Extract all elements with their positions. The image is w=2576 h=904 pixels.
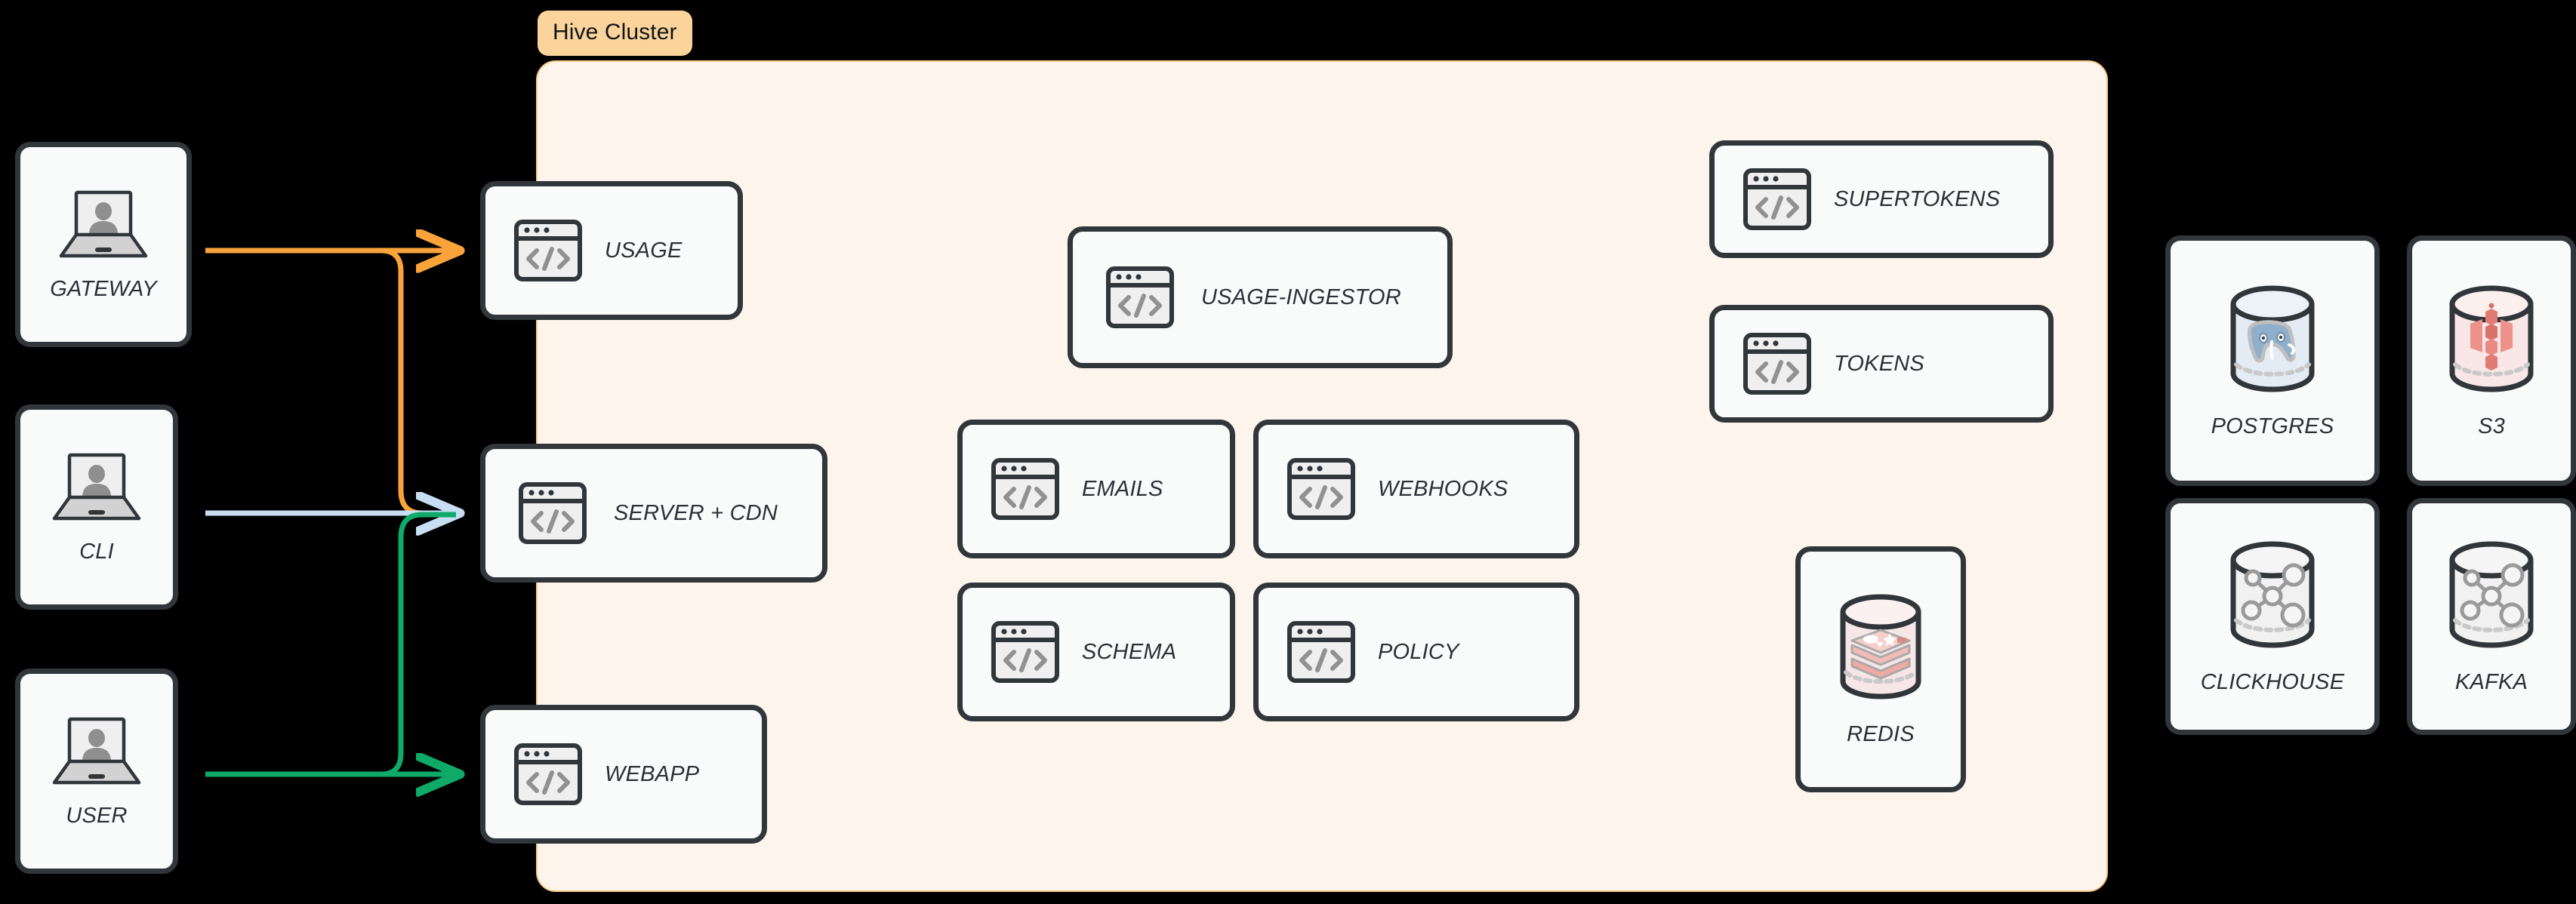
client-node-gateway[interactable]: GATEWAY xyxy=(15,142,192,347)
service-node-emails[interactable]: EMAILS xyxy=(957,420,1235,558)
service-node-server-cdn[interactable]: SERVER + CDN xyxy=(480,444,827,583)
service-label-policy: POLICY xyxy=(1378,639,1459,664)
code-window-icon xyxy=(1743,333,1811,395)
service-label-webapp: WEBAPP xyxy=(605,761,700,786)
laptop-user-icon xyxy=(47,450,146,526)
laptop-user-icon xyxy=(47,715,146,790)
service-label-usage: USAGE xyxy=(605,238,683,263)
client-node-user[interactable]: USER xyxy=(15,669,178,874)
laptop-user-icon xyxy=(54,188,153,263)
service-label-schema: SCHEMA xyxy=(1082,639,1177,664)
code-window-icon xyxy=(519,482,587,544)
client-node-cli[interactable]: CLI xyxy=(15,404,178,610)
service-label-emails: EMAILS xyxy=(1082,476,1163,501)
edge-gateway-to-server-cdn xyxy=(205,248,456,516)
client-label-gateway: GATEWAY xyxy=(50,276,157,301)
code-window-icon xyxy=(1743,168,1811,230)
store-label-clickhouse: CLICKHOUSE xyxy=(2200,669,2345,694)
hive-cluster-badge-label: Hive Cluster xyxy=(553,20,677,45)
code-window-icon xyxy=(991,458,1059,520)
service-node-supertokens[interactable]: SUPERTOKENS xyxy=(1709,140,2054,258)
store-node-clickhouse[interactable]: CLICKHOUSE xyxy=(2165,498,2380,735)
service-label-webhooks: WEBHOOKS xyxy=(1378,476,1508,501)
service-label-server-cdn: SERVER + CDN xyxy=(614,500,778,525)
code-window-icon xyxy=(514,220,582,281)
service-node-policy[interactable]: POLICY xyxy=(1253,583,1579,721)
service-node-webhooks[interactable]: WEBHOOKS xyxy=(1253,420,1579,558)
code-window-icon xyxy=(991,621,1059,683)
hive-cluster-badge: Hive Cluster xyxy=(538,11,692,56)
nodes-cylinder-icon xyxy=(2439,539,2544,653)
store-node-redis[interactable]: REDIS xyxy=(1795,546,1966,792)
store-node-kafka[interactable]: KAFKA xyxy=(2407,498,2576,735)
service-node-usage-ingestor[interactable]: USAGE-INGESTOR xyxy=(1068,226,1453,368)
service-node-schema[interactable]: SCHEMA xyxy=(957,583,1235,721)
nodes-cylinder-icon xyxy=(2220,539,2325,653)
client-label-cli: CLI xyxy=(79,539,114,564)
service-node-webapp[interactable]: WEBAPP xyxy=(480,705,767,844)
redis-cylinder-icon xyxy=(1831,592,1930,706)
store-label-kafka: KAFKA xyxy=(2454,669,2528,694)
code-window-icon xyxy=(1287,458,1355,520)
service-label-tokens: TOKENS xyxy=(1834,351,1924,376)
service-node-tokens[interactable]: TOKENS xyxy=(1709,305,2054,423)
service-label-usage-ingestor: USAGE-INGESTOR xyxy=(1201,284,1401,309)
client-label-user: USER xyxy=(66,803,128,828)
store-label-redis: REDIS xyxy=(1847,721,1915,746)
s3-cylinder-icon xyxy=(2439,283,2544,398)
service-label-supertokens: SUPERTOKENS xyxy=(1834,186,2001,211)
edge-user-to-server-cdn xyxy=(205,512,456,777)
code-window-icon xyxy=(1287,621,1355,683)
store-label-postgres: POSTGRES xyxy=(2211,414,2334,438)
postgres-cylinder-icon xyxy=(2220,283,2325,398)
store-label-s3: S3 xyxy=(2478,414,2505,438)
code-window-icon xyxy=(514,743,582,805)
store-node-postgres[interactable]: POSTGRES xyxy=(2165,235,2380,486)
store-node-s3[interactable]: S3 xyxy=(2407,235,2576,486)
service-node-usage[interactable]: USAGE xyxy=(480,181,743,320)
code-window-icon xyxy=(1106,266,1174,328)
